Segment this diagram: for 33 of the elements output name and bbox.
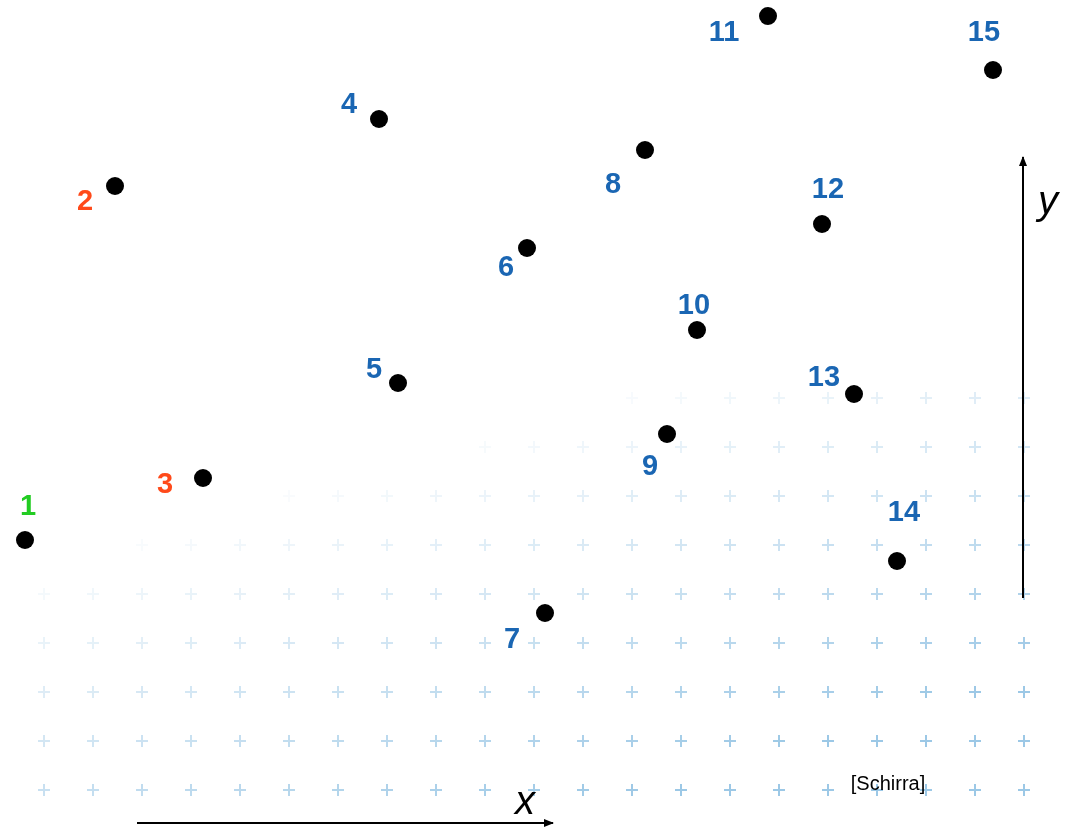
point-label: 5 xyxy=(365,353,383,383)
point-label: 14 xyxy=(887,496,921,526)
point-label: 2 xyxy=(76,185,94,215)
point-label: 6 xyxy=(497,251,515,281)
point-label: 13 xyxy=(807,361,841,391)
point-dot xyxy=(536,604,554,622)
point-dot xyxy=(658,425,676,443)
point-dot xyxy=(194,469,212,487)
point-dot xyxy=(813,215,831,233)
point-dot xyxy=(888,552,906,570)
citation: [Schirra] xyxy=(850,771,926,795)
axis-label: x xyxy=(515,780,535,820)
point-label: 12 xyxy=(811,173,845,203)
point-label: 3 xyxy=(156,468,174,498)
axis-label: y xyxy=(1038,180,1058,220)
point-dot xyxy=(518,239,536,257)
point-dot xyxy=(370,110,388,128)
point-label: 15 xyxy=(967,16,1001,46)
point-dot xyxy=(636,141,654,159)
point-label: 11 xyxy=(708,16,740,46)
point-label: 4 xyxy=(340,88,358,118)
point-dot xyxy=(106,177,124,195)
point-label: 9 xyxy=(641,450,659,480)
point-dot xyxy=(16,531,34,549)
point-dot xyxy=(389,374,407,392)
point-dot xyxy=(688,321,706,339)
point-label: 7 xyxy=(503,623,521,653)
point-label: 1 xyxy=(19,490,37,520)
point-dot xyxy=(845,385,863,403)
point-label: 10 xyxy=(677,289,711,319)
point-label: 8 xyxy=(604,168,622,198)
point-dot xyxy=(759,7,777,25)
point-dot xyxy=(984,61,1002,79)
